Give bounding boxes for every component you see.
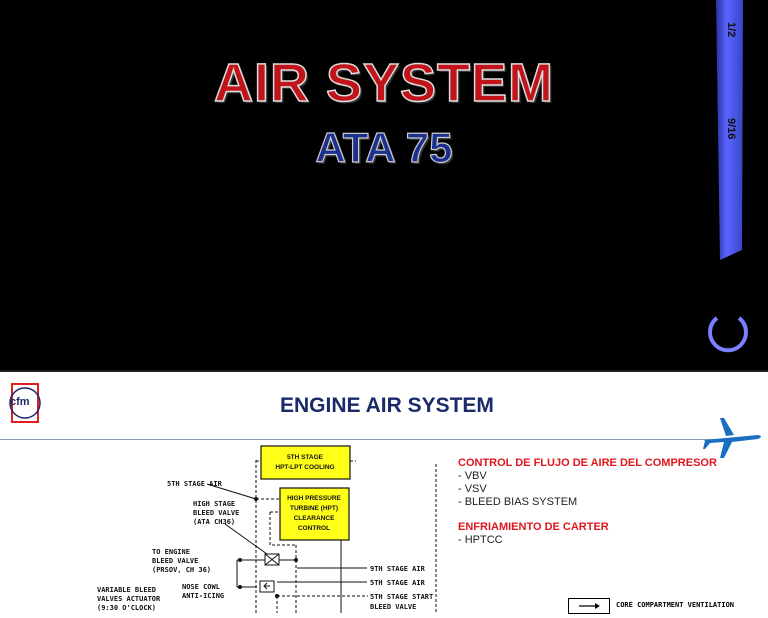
slide-title: ENGINE AIR SYSTEM [280,394,494,417]
label-vbv-actuator: VARIABLE BLEED [97,586,156,594]
label-5th-stage-start: 5TH STAGE START [370,593,433,601]
notes-item: - VBV [458,470,487,482]
slide-title: AIR SYSTEM [213,52,555,114]
notes-panel: CONTROL DE FLUJO DE AIRE DEL COMPRESOR -… [458,457,717,547]
wrench-mark-2: 9/16 [725,118,737,139]
airplane-icon [703,418,761,458]
label-5th-stage-start: BLEED VALVE [370,603,416,611]
label-5th-stage-air: 5TH STAGE AIR [370,579,426,587]
label-9th-stage-air: 9TH STAGE AIR [370,565,426,573]
hpt-clearance-control-box [279,487,350,541]
label-vbv-actuator: (9:30 O'CLOCK) [97,604,156,612]
box-label: TURBINE (HPT) [290,505,338,512]
cfm-logo-text: cfm [10,396,30,408]
box-label: HPT-LPT COOLING [275,464,334,471]
label-hsbv: HIGH STAGE [193,500,235,508]
label-vbv-actuator: VALVES ACTUATOR [97,595,161,603]
slide-subtitle: ATA 75 [315,123,453,171]
label-to-engine: TO ENGINE [152,548,190,556]
box-label: 5TH STAGE [287,454,324,461]
engine-air-system-slide: cfm ENGINE AIR SYSTEM CONTROL DE FLUJO D… [0,372,768,614]
box-label: CONTROL [298,525,330,532]
box-label: CLEARANCE [294,515,335,522]
label-to-engine: (PRSOV, CH 36) [152,566,211,574]
air-system-diagram: 5TH STAGE HPT-LPT COOLING HIGH PRESSURE … [97,445,437,613]
hpt-lpt-cooling-box [260,445,351,480]
label-hsbv: (ATA CH36) [193,518,235,526]
label-to-engine: BLEED VALVE [152,557,198,565]
label-nose-cowl: NOSE COWL [182,583,220,591]
notes-item: - VSV [458,483,487,495]
label-nose-cowl: ANTI-ICING [182,592,224,600]
notes-item: - BLEED BIAS SYSTEM [458,496,578,508]
cfm-logo [9,383,41,423]
label-5th-stage-air-top: 5TH STAGE AIR [167,480,223,488]
notes-heading-1: CONTROL DE FLUJO DE AIRE DEL COMPRESOR [458,457,717,469]
wrench-icon: 1/2 9/16 [708,0,748,353]
legend-arrow-icon [568,598,610,614]
notes-heading-2: ENFRIAMIENTO DE CARTER [458,521,609,533]
wrench-mark-1: 1/2 [725,22,737,37]
header-rule [0,439,720,440]
slide-divider [0,370,768,372]
notes-item: - HPTCC [458,534,503,546]
label-hsbv: BLEED VALVE [193,509,239,517]
legend-text: CORE COMPARTMENT VENTILATION [616,601,735,609]
title-slide: AIR SYSTEM ATA 75 1/2 9/16 [0,0,768,370]
box-label: HIGH PRESSURE [287,495,341,502]
